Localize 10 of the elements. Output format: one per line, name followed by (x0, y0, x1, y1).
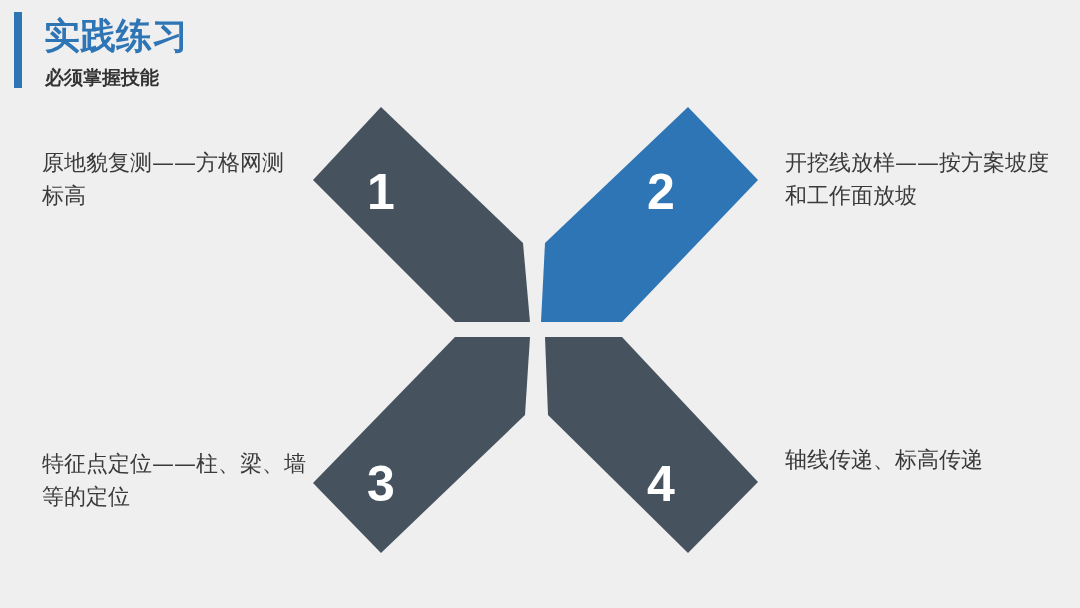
step-number: 2 (647, 167, 675, 217)
step-number: 3 (367, 459, 395, 509)
step-description: 特征点定位——柱、梁、墙等的定位 (42, 450, 307, 511)
step-description: 开挖线放样——按方案坡度和工作面放坡 (785, 149, 1050, 210)
step-number: 1 (367, 167, 395, 217)
slide-title: 实践练习 (44, 14, 188, 58)
step-description: 轴线传递、标高传递 (785, 446, 984, 474)
slide-subtitle: 必须掌握技能 (45, 65, 159, 90)
step-description: 原地貌复测——方格网测标高 (42, 149, 285, 210)
step-number: 4 (647, 459, 675, 509)
